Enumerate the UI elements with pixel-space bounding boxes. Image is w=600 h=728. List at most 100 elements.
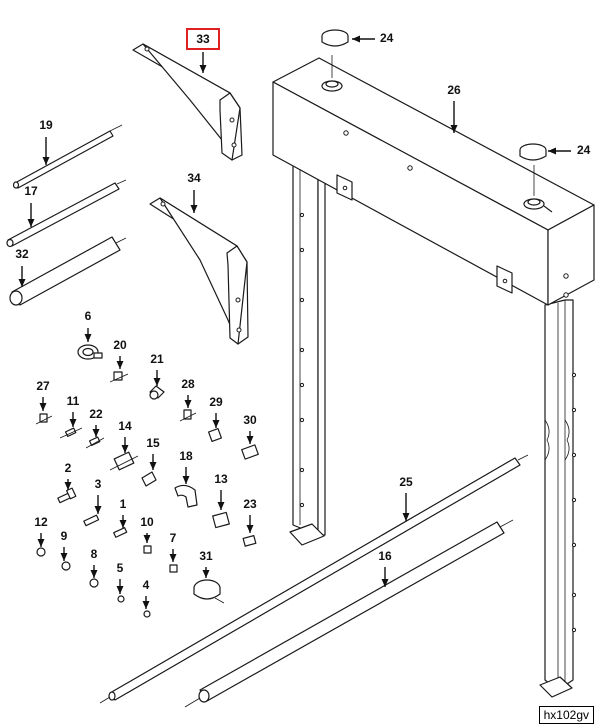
callout-arrowhead: [149, 462, 157, 470]
bolt-2: [57, 487, 77, 504]
fitting-11: [59, 427, 83, 439]
washer-12: [36, 547, 46, 557]
callout-arrowhead: [153, 378, 161, 386]
callout-label-26: 26: [447, 83, 461, 97]
fitting-14: [109, 451, 139, 471]
callout-arrowhead: [202, 570, 210, 578]
callout-3: 3: [94, 477, 102, 514]
nut-10: [143, 545, 152, 554]
fitting-23: [242, 534, 257, 547]
elbow-18: [174, 484, 198, 508]
callout-arrowhead: [212, 420, 220, 428]
callout-label-24: 24: [380, 31, 394, 45]
callout-24: 24: [352, 31, 394, 45]
callout-label-1: 1: [120, 497, 127, 511]
callout-label-25: 25: [399, 475, 413, 489]
callout-arrowhead: [169, 554, 177, 562]
callout-arrowhead: [90, 570, 98, 578]
callout-1: 1: [119, 497, 127, 528]
callout-label-13: 13: [214, 472, 228, 486]
callout-arrowhead: [69, 419, 77, 427]
callout-33: 33: [186, 28, 220, 73]
callout-arrowhead: [92, 429, 100, 437]
callout-22: 22: [89, 407, 103, 437]
callout-label-4: 4: [143, 578, 150, 592]
callout-25: 25: [399, 475, 413, 521]
callout-6: 6: [84, 309, 92, 342]
callout-7: 7: [169, 531, 177, 562]
fitting-20: [109, 371, 129, 383]
callout-27: 27: [36, 379, 50, 411]
callout-label-18: 18: [179, 449, 193, 463]
callout-11: 11: [67, 394, 80, 427]
callout-arrowhead: [121, 445, 129, 453]
filler-cap-1: [321, 29, 349, 47]
callout-label-34: 34: [187, 171, 201, 185]
callout-label-20: 20: [113, 338, 127, 352]
rod-17: [6, 179, 127, 248]
highlight-box: [186, 28, 220, 50]
callout-2: 2: [64, 461, 72, 490]
callout-label-29: 29: [209, 395, 223, 409]
callout-17: 17: [24, 184, 38, 227]
callout-arrowhead: [450, 125, 458, 133]
callout-14: 14: [118, 419, 132, 453]
nut-4: [143, 610, 151, 618]
callout-arrowhead: [27, 219, 35, 227]
callout-label-14: 14: [118, 419, 132, 433]
rod-25: [99, 454, 529, 704]
bolt-3: [83, 514, 100, 527]
callout-arrowhead: [64, 482, 72, 490]
callout-label-23: 23: [243, 497, 257, 511]
fittings: [35, 344, 259, 618]
callout-label-12: 12: [34, 515, 48, 529]
callout-arrowhead: [548, 147, 556, 155]
fitting-15: [141, 471, 157, 487]
fitting-22: [85, 436, 105, 449]
callout-arrowhead: [184, 400, 192, 408]
rod-19: [12, 124, 123, 189]
callout-label-19: 19: [39, 118, 53, 132]
callout-arrowhead: [182, 476, 190, 484]
callout-label-28: 28: [181, 377, 195, 391]
elbow-21: [149, 385, 165, 400]
callout-arrowhead: [84, 334, 92, 342]
callout-label-6: 6: [85, 309, 92, 323]
callout-arrowhead: [199, 65, 207, 73]
bracket-33: [132, 43, 243, 161]
callout-28: 28: [181, 377, 195, 408]
fitting-28: [179, 409, 197, 422]
callout-label-16: 16: [378, 549, 392, 563]
bolt-1: [113, 527, 128, 538]
nut-5: [117, 595, 125, 603]
nut-8: [89, 578, 99, 588]
callout-15: 15: [146, 436, 160, 470]
callout-8: 8: [90, 547, 98, 578]
tube-32: [9, 236, 127, 306]
callout-16: 16: [378, 549, 392, 587]
callout-9: 9: [60, 529, 68, 561]
callout-32: 32: [15, 247, 29, 287]
callout-20: 20: [113, 338, 127, 369]
callout-21: 21: [150, 352, 164, 386]
callout-10: 10: [140, 515, 154, 543]
callout-label-27: 27: [36, 379, 50, 393]
callout-label-22: 22: [89, 407, 103, 421]
callout-label-9: 9: [61, 529, 68, 543]
callout-arrowhead: [402, 513, 410, 521]
washer-9: [61, 561, 71, 571]
callout-arrowhead: [60, 553, 68, 561]
callout-30: 30: [243, 413, 257, 444]
callout-29: 29: [209, 395, 223, 428]
callout-19: 19: [39, 118, 53, 165]
diagram-id-label: hx102gv: [538, 706, 594, 724]
fitting-13: [212, 511, 230, 529]
callout-label-5: 5: [117, 561, 124, 575]
callout-label-30: 30: [243, 413, 257, 427]
callout-arrowhead: [142, 601, 150, 609]
callout-label-24: 24: [577, 143, 591, 157]
callout-34: 34: [187, 171, 201, 213]
callout-label-7: 7: [170, 531, 177, 545]
